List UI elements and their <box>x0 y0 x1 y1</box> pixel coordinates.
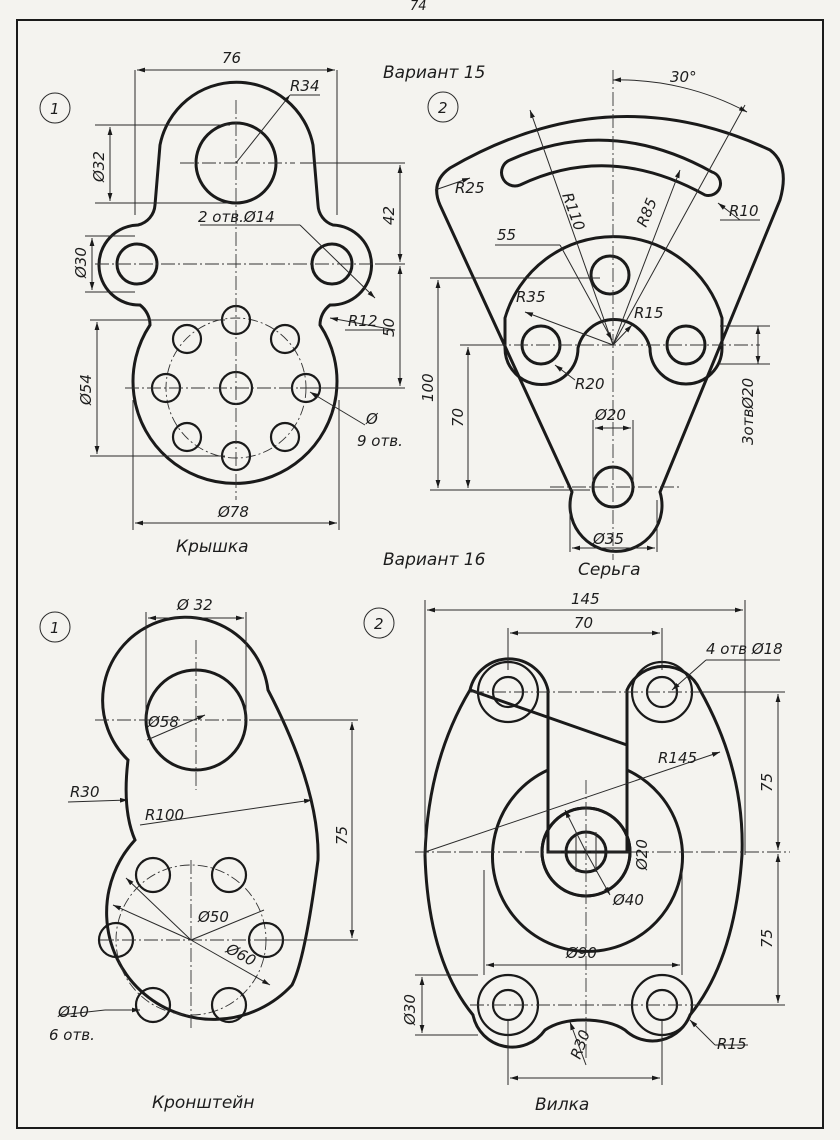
kronshtein-dim-d50: Ø50 <box>197 908 229 926</box>
variant-15-label: Вариант 15 <box>383 63 485 83</box>
kryshka-dim-d: Ø <box>365 410 379 428</box>
kryshka-dim-d54: Ø54 <box>77 374 95 406</box>
part-kronshtein: Ø 32 Ø58 R30 R100 75 Ø50 Ø60 Ø10 6 отв. … <box>49 596 358 1113</box>
vilka-dim-4holes-d18: 4 отв Ø18 <box>706 640 783 658</box>
kryshka-dim-2holes-d14: 2 отв.Ø14 <box>198 208 275 226</box>
kryshka-dim-50: 50 <box>380 318 398 337</box>
serga-hole <box>665 324 707 366</box>
kryshka-dim-76: 76 <box>222 49 241 67</box>
kronshtein-dim-d32: Ø 32 <box>176 596 213 614</box>
kryshka-dim-r12: R12 <box>348 312 378 330</box>
vilka-section <box>491 690 684 953</box>
part-number-marker: 2 <box>427 91 459 123</box>
kronshtein-dim-d10: Ø10 <box>57 1003 89 1021</box>
kronshtein-dim-6holes: 6 отв. <box>49 1026 95 1044</box>
serga-dim-3holes-d20: 3отвØ20 <box>739 378 757 445</box>
part-serga: 30° R25 R110 R85 R10 55 R35 R15 R20 100 … <box>419 68 785 580</box>
kronshtein-dim-r100: R100 <box>145 806 184 824</box>
vilka-dim-75-top: 75 <box>758 773 776 792</box>
serga-dim-d20: Ø20 <box>594 406 626 424</box>
variant-16-label: Вариант 16 <box>383 550 486 570</box>
kryshka-dim-d78: Ø78 <box>217 503 249 521</box>
serga-title: Серьга <box>578 560 641 580</box>
kronshtein-outline <box>101 615 320 1021</box>
serga-dim-r15: R15 <box>634 304 664 322</box>
svg-text:2: 2 <box>374 615 384 633</box>
vilka-dim-75-bottom: 75 <box>758 929 776 948</box>
kryshka-dim-r34: R34 <box>290 77 320 95</box>
serga-dim-r25: R25 <box>455 179 485 197</box>
serga-dim-r85: R85 <box>633 195 661 229</box>
vilka-dim-d40: Ø40 <box>612 891 644 909</box>
svg-text:1: 1 <box>50 619 60 637</box>
vilka-dim-d30: Ø30 <box>401 994 419 1026</box>
vilka-dim-70: 70 <box>574 614 593 632</box>
kryshka-dim-d30: Ø30 <box>72 247 90 279</box>
kronshtein-dim-r30: R30 <box>70 783 100 801</box>
serga-slot <box>500 138 722 197</box>
kryshka-title: Крышка <box>176 537 249 557</box>
serga-dim-r110: R110 <box>558 190 588 233</box>
kryshka-outline <box>97 80 373 485</box>
vilka-dim-145: 145 <box>571 590 600 608</box>
serga-dim-r20: R20 <box>575 375 605 393</box>
part-number-marker: 1 <box>39 611 71 643</box>
serga-dim-d35: Ø35 <box>592 530 624 548</box>
part-vilka: 145 70 4 отв Ø18 R145 75 Ø20 Ø40 75 Ø90 … <box>401 590 790 1115</box>
serga-dim-r35: R35 <box>516 288 546 306</box>
part-number-marker: 1 <box>39 92 71 124</box>
vilka-outline <box>423 657 744 1049</box>
vilka-lug-holes <box>476 660 694 1037</box>
page-number: 74 <box>410 0 427 14</box>
serga-dim-70: 70 <box>449 408 467 427</box>
kryshka-dim-d32: Ø32 <box>90 151 108 183</box>
kryshka-dim-42: 42 <box>380 206 398 225</box>
svg-text:2: 2 <box>438 99 448 117</box>
vilka-title: Вилка <box>535 1095 589 1115</box>
kronshtein-title: Кронштейн <box>152 1093 254 1113</box>
kronshtein-dim-75: 75 <box>333 826 351 845</box>
vilka-dim-r145: R145 <box>658 749 697 767</box>
serga-outline <box>435 115 785 553</box>
serga-dim-30deg: 30° <box>670 68 697 86</box>
vilka-slot <box>546 690 629 854</box>
vilka-dim-r15: R15 <box>717 1035 747 1053</box>
kronshtein-dim-d58: Ø58 <box>147 713 179 731</box>
kronshtein-dim-d60: Ø60 <box>222 939 259 970</box>
kryshka-dim-9holes: 9 отв. <box>357 432 403 450</box>
svg-text:1: 1 <box>50 100 60 118</box>
part-kryshka: 76 R34 Ø32 42 2 отв.Ø14 Ø30 R12 50 Ø54 Ø… <box>72 49 405 557</box>
serga-section <box>503 235 724 386</box>
serga-dim-r10: R10 <box>729 202 759 220</box>
part-number-marker: 2 <box>363 607 395 639</box>
serga-dim-100: 100 <box>419 373 437 402</box>
vilka-dim-d90: Ø90 <box>565 944 597 962</box>
page-frame <box>16 19 824 1129</box>
serga-dim-55: 55 <box>497 226 516 244</box>
vilka-dim-r30: R30 <box>567 1027 594 1061</box>
serga-hole <box>589 254 631 296</box>
vilka-dim-d20: Ø20 <box>633 839 651 871</box>
